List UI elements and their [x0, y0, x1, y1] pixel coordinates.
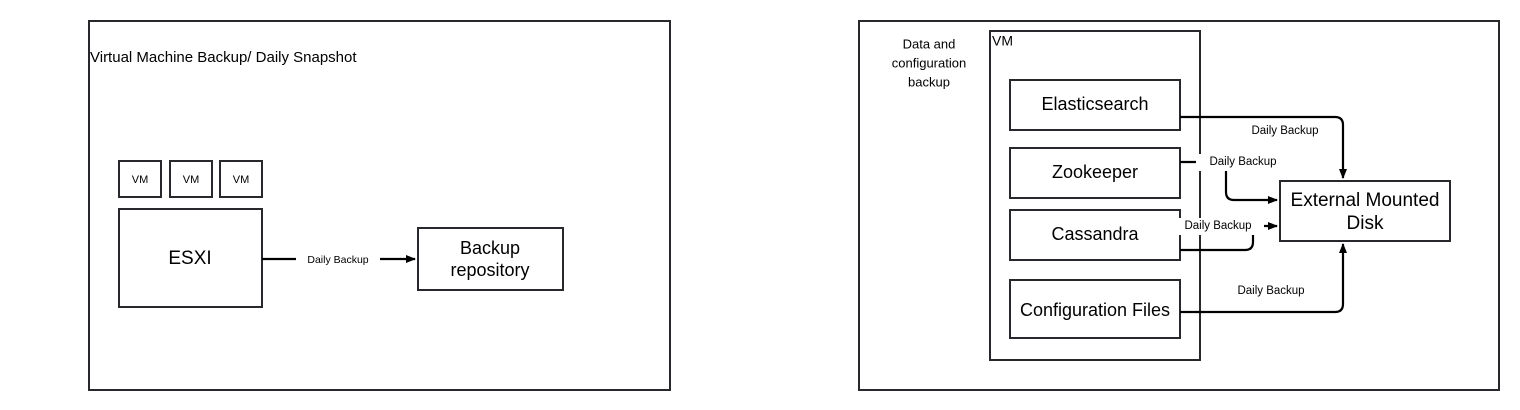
side-label-line3: backup [908, 74, 950, 89]
configuration-files-box: Configuration Files [1009, 279, 1181, 339]
vm-box-2-label: VM [183, 174, 200, 186]
elasticsearch-label: Elasticsearch [1041, 94, 1148, 114]
connector-label-backplate-elasticsearch [1238, 123, 1332, 140]
external-mounted-disk-label-line2: Disk [1347, 213, 1384, 234]
cassandra-label: Cassandra [1051, 224, 1139, 244]
cassandra-box: Cassandra [1009, 209, 1181, 261]
esxi-box-label: ESXI [168, 248, 211, 269]
connector-label-daily-backup-cassandra: Daily Backup [1184, 220, 1251, 232]
connector-elasticsearch-to-disk [1180, 115, 1347, 179]
external-mounted-disk-label-line1: External Mounted [1291, 190, 1440, 211]
cassandra-rect [1009, 209, 1181, 261]
configuration-files-label: Configuration Files [1020, 300, 1170, 320]
vm-container-label: VM [992, 33, 1013, 49]
configuration-files-rect [1009, 279, 1181, 339]
vm-box-1-label: VM [132, 174, 149, 186]
backup-repository-label-line1: Backup [460, 238, 520, 258]
backup-repository-label-line2: repository [450, 260, 529, 280]
vm-box-1-rect [118, 160, 162, 198]
vm-box-1: VM [118, 160, 162, 198]
connector-configuration-files-to-disk [1180, 243, 1347, 314]
backup-repository-box: Backup repository [417, 227, 564, 291]
connector-label-daily-backup-zookeeper: Daily Backup [1209, 156, 1276, 168]
vm-box-3: VM [219, 160, 263, 198]
external-mounted-disk-box: External Mounted Disk [1279, 180, 1451, 242]
zookeeper-label: Zookeeper [1052, 162, 1138, 182]
left-panel: Virtual Machine Backup/ Daily Snapshot V… [88, 20, 671, 391]
elasticsearch-rect [1009, 79, 1181, 131]
external-mounted-disk-rect [1279, 180, 1451, 242]
side-label-line2: configuration [892, 55, 966, 70]
side-label-line1: Data and [903, 36, 956, 51]
vm-box-3-label: VM [233, 174, 250, 186]
connector-label-backplate-left [296, 250, 380, 268]
zookeeper-rect [1009, 147, 1181, 199]
connector-label-backplate-zookeeper [1196, 154, 1290, 171]
vm-box-3-rect [219, 160, 263, 198]
vm-box-2-rect [169, 160, 213, 198]
backup-repository-rect [417, 227, 564, 291]
connector-label-daily-backup-elasticsearch: Daily Backup [1251, 125, 1318, 137]
right-panel: Data and configuration backup VM Elastic… [858, 20, 1500, 391]
connector-label-backplate-cassandra [1172, 218, 1264, 235]
elasticsearch-box: Elasticsearch [1009, 79, 1181, 131]
right-panel-side-label: Data and configuration backup [892, 36, 966, 89]
connector-label-daily-backup-configuration-files: Daily Backup [1237, 285, 1304, 297]
left-panel-border [88, 20, 671, 391]
connector-label-daily-backup-left: Daily Backup [307, 254, 368, 266]
zookeeper-box: Zookeeper [1009, 147, 1181, 199]
vm-box-2: VM [169, 160, 213, 198]
esxi-box: ESXI [118, 208, 263, 308]
left-panel-title: Virtual Machine Backup/ Daily Snapshot [90, 49, 357, 66]
connector-label-backplate-configuration-files [1224, 283, 1318, 300]
